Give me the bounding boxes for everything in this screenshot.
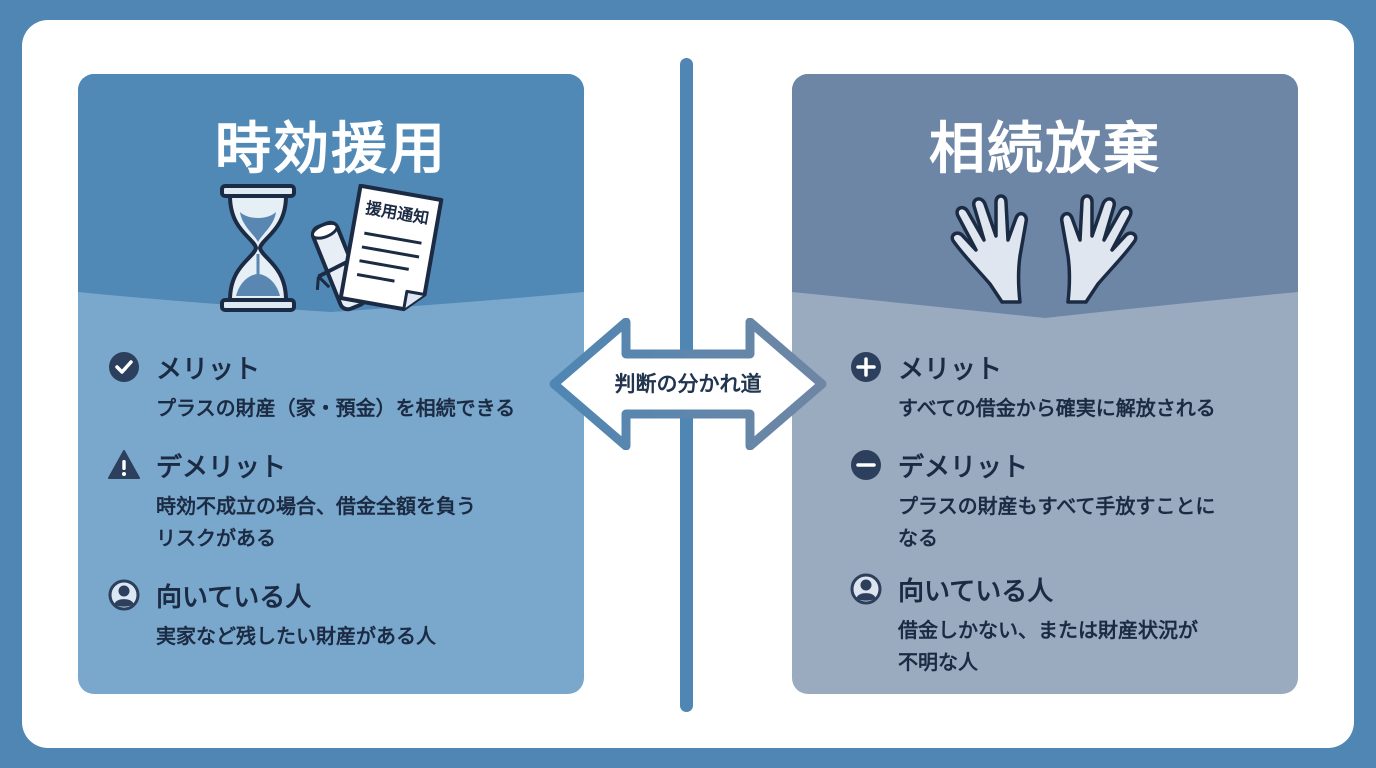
left-panel-jikou-enyou: 時効援用 援用通知 メリット — [78, 74, 584, 694]
document-icon: 援用通知 — [338, 184, 444, 312]
left-merit-text: プラスの財産（家・預金）を相続できる — [156, 396, 516, 420]
right-merit-section: メリット すべての借金から確実に解放される — [850, 350, 1278, 424]
right-suited-section: 向いている人 借金しかない、または財産状況が 不明な人 — [850, 572, 1278, 678]
person-circle-icon — [108, 579, 140, 611]
open-hands-icon — [950, 194, 1138, 304]
minus-circle-icon — [851, 450, 881, 480]
left-demerit-section: デメリット 時効不成立の場合、借金全額を負う リスクがある — [108, 448, 564, 554]
left-demerit-text: 時効不成立の場合、借金全額を負う リスクがある — [156, 494, 476, 550]
right-demerit-text: プラスの財産もすべて手放すことに なる — [898, 494, 1216, 550]
left-suited-text: 実家など残したい財産がある人 — [156, 624, 436, 648]
right-panel-souzoku-houki: 相続放棄 メリット すべての借金から確実に解放される デメリット プラスの財産も… — [792, 74, 1298, 694]
warning-triangle-icon — [108, 450, 140, 479]
left-demerit-title: デメリット — [156, 452, 287, 483]
plus-circle-icon — [851, 352, 881, 382]
hourglass-icon — [220, 184, 296, 312]
right-title: 相続放棄 — [929, 117, 1161, 182]
right-demerit-section: デメリット プラスの財産もすべて手放すことに なる — [850, 448, 1278, 554]
left-title: 時効援用 — [215, 117, 447, 182]
left-merit-section: メリット プラスの財産（家・預金）を相続できる — [108, 350, 564, 424]
right-panel-background — [792, 74, 1298, 694]
double-arrow-icon — [549, 318, 827, 450]
right-suited-text: 借金しかない、または財産状況が 不明な人 — [898, 618, 1198, 674]
center-label: 判断の分かれ道 — [614, 372, 762, 396]
right-merit-title: メリット — [898, 354, 1003, 385]
check-circle-icon — [109, 352, 139, 382]
left-suited-title: 向いている人 — [156, 582, 312, 613]
right-merit-text: すべての借金から確実に解放される — [898, 396, 1216, 420]
left-panel-background — [78, 74, 584, 694]
right-suited-title: 向いている人 — [898, 576, 1054, 607]
person-circle-icon — [850, 573, 882, 605]
right-demerit-title: デメリット — [898, 452, 1029, 483]
left-merit-title: メリット — [156, 354, 261, 385]
left-suited-section: 向いている人 実家など残したい財産がある人 — [108, 578, 564, 652]
